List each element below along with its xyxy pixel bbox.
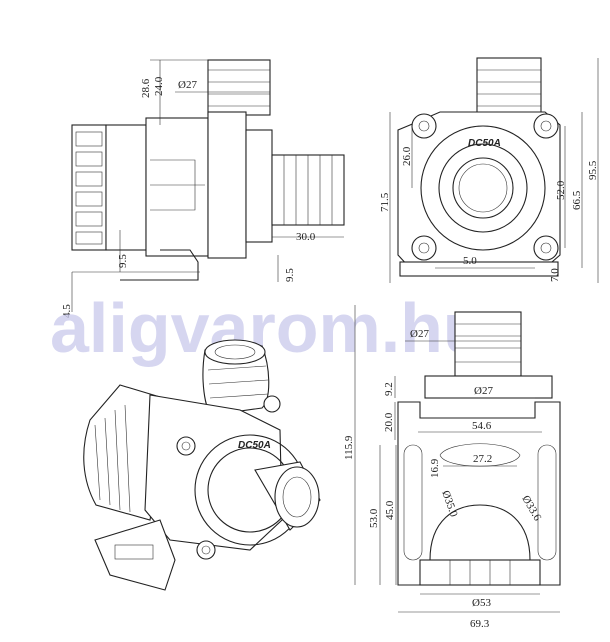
dim-20-0: 20.0: [383, 412, 395, 432]
dim-dia27-side: Ø27: [178, 79, 197, 91]
dim-24-0: 24.0: [153, 76, 165, 96]
dim-26-0: 26.0: [401, 146, 413, 166]
dim-54-6: 54.6: [472, 420, 492, 432]
dim-53-0: 53.0: [368, 508, 380, 528]
dim-7-0: 7.0: [549, 268, 561, 282]
dim-dia27-top-a: Ø27: [410, 328, 429, 340]
dim-dia53: Ø53: [472, 597, 491, 609]
top-view: Ø27 Ø27 9.2 20.0 115.9 54.6 27.2 16.9 53…: [343, 305, 561, 630]
dim-71-5: 71.5: [379, 192, 391, 212]
dim-dia27-top-b: Ø27: [474, 385, 493, 397]
dim-69-3: 69.3: [470, 618, 490, 630]
dim-4-5: 4.5: [61, 304, 73, 318]
dim-9-5-a: 9.5: [117, 254, 129, 268]
dim-52-0: 52.0: [555, 180, 567, 200]
dim-5-0: 5.0: [463, 255, 477, 267]
watermark: aligvarom.hu: [50, 289, 486, 367]
dim-9-2: 9.2: [383, 382, 395, 396]
dim-9-5-b: 9.5: [284, 268, 296, 282]
dim-115-9: 115.9: [343, 435, 355, 460]
brand-label-front: DC50A: [468, 138, 501, 149]
dim-66-5: 66.5: [571, 190, 583, 210]
brand-label-3d: DC50A: [238, 440, 271, 451]
dim-30-0: 30.0: [296, 231, 316, 243]
dim-16-9: 16.9: [429, 458, 441, 478]
side-view: 28.6 24.0 Ø27 30.0 9.5 9.5 4.5: [61, 59, 345, 318]
front-view: DC50A 71.5 26.0 52.0 66.5 95.5 5.0 7.0: [379, 57, 599, 283]
perspective-view: DC50A: [83, 339, 321, 591]
dim-27-2: 27.2: [473, 453, 492, 465]
dim-95-5: 95.5: [587, 160, 599, 180]
dim-45-0: 45.0: [384, 500, 396, 520]
dim-28-6: 28.6: [140, 78, 152, 98]
